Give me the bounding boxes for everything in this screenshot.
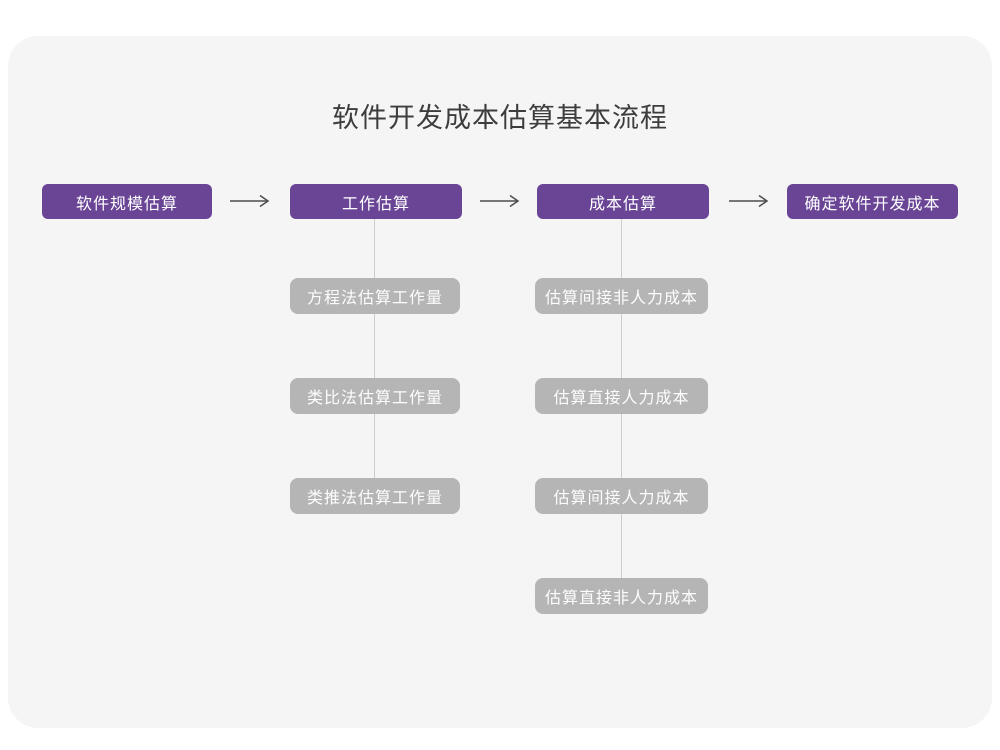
substep-direct-nonlabor-cost: 估算直接非人力成本 [535,578,708,614]
stage-software-scale-estimation: 软件规模估算 [42,184,212,219]
substep-indirect-nonlabor-cost: 估算间接非人力成本 [535,278,708,314]
substep-analogy-method: 类比法估算工作量 [290,378,460,414]
page-title: 软件开发成本估算基本流程 [332,103,668,133]
substep-direct-labor-cost: 估算直接人力成本 [535,378,708,414]
substep-equation-method: 方程法估算工作量 [290,278,460,314]
right-arrow-icon [728,194,770,208]
flowchart-card [8,36,992,728]
connector-line-work-estimation [374,219,375,496]
stage-cost-estimation: 成本估算 [537,184,709,219]
right-arrow-icon [479,194,521,208]
substep-extrapolation-method: 类推法估算工作量 [290,478,460,514]
stage-determine-dev-cost: 确定软件开发成本 [787,184,958,219]
substep-indirect-labor-cost: 估算间接人力成本 [535,478,708,514]
stage-work-estimation: 工作估算 [290,184,462,219]
right-arrow-icon [229,194,271,208]
